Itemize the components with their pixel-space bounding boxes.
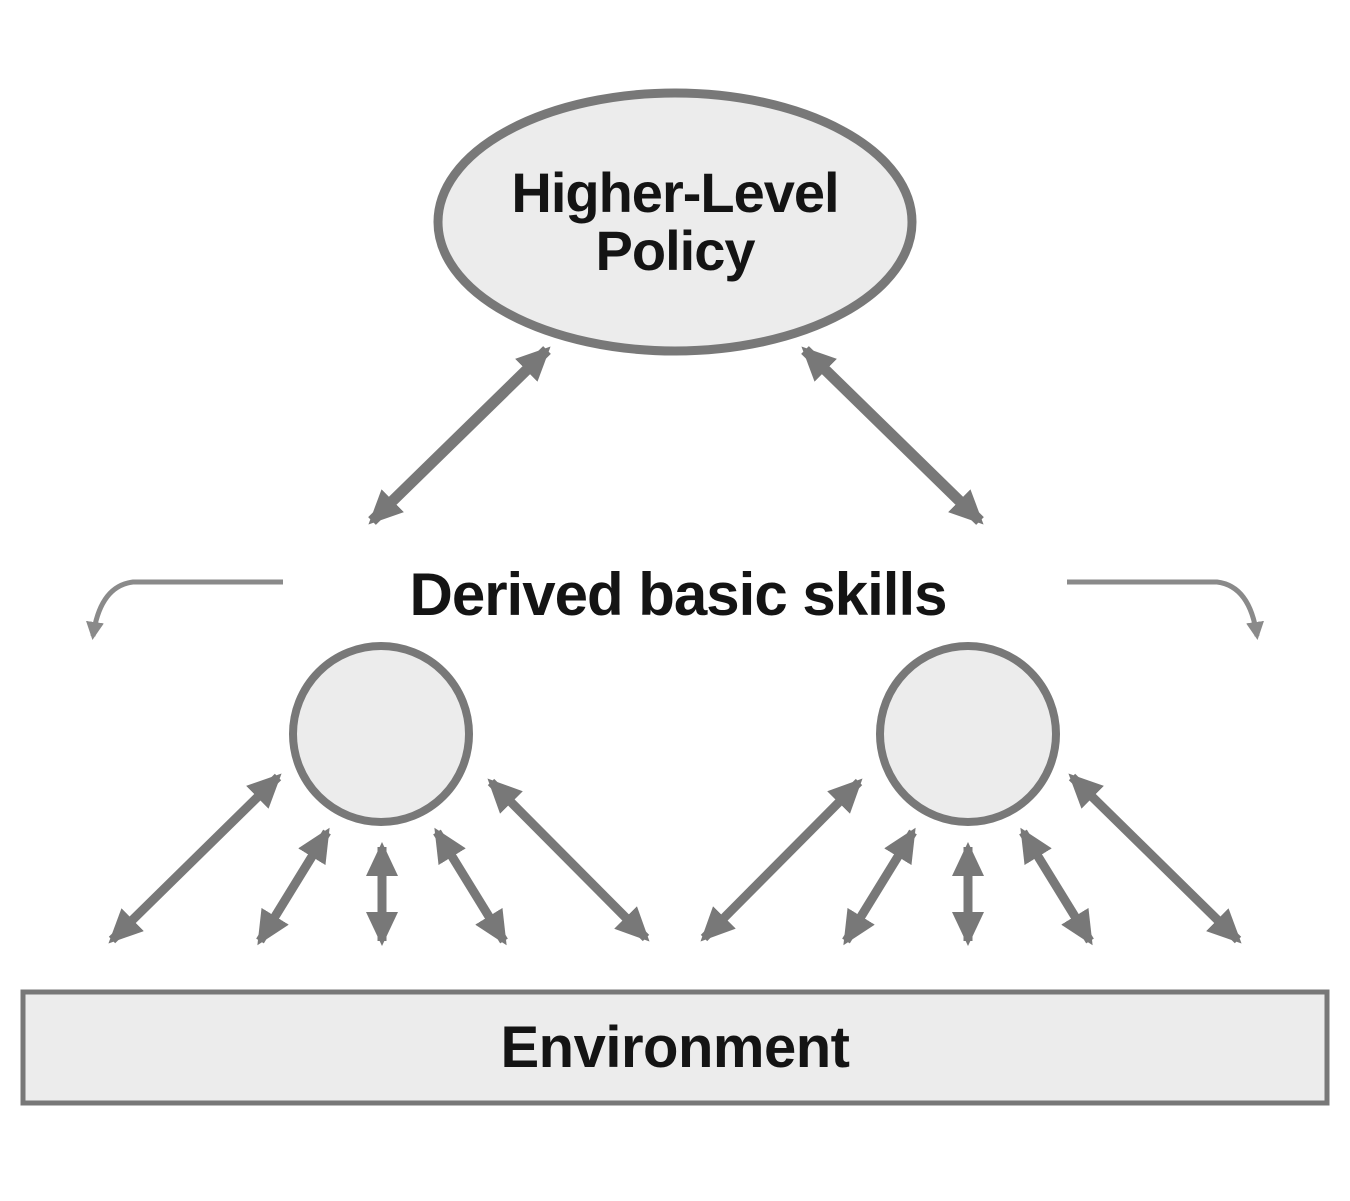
environment-node xyxy=(20,989,1330,1106)
higher-level-policy-label-line1: Higher-Level xyxy=(511,161,838,224)
left-skill-env-arrow-1 xyxy=(108,773,282,944)
right-skill-env-arrow-1 xyxy=(700,778,863,942)
derived-basic-skills-label: Derived basic skills xyxy=(410,561,947,628)
policy-left-skill-arrow xyxy=(368,346,551,525)
higher-level-policy-node xyxy=(433,88,917,356)
right-skill-environment-arrows xyxy=(700,773,1242,946)
environment-label: Environment xyxy=(501,1015,850,1080)
skills-right-bracket xyxy=(1067,579,1264,640)
higher-level-policy-label-line2: Policy xyxy=(596,219,756,282)
left-skill-node xyxy=(289,642,473,826)
right-skill-env-arrow-4 xyxy=(1019,827,1094,946)
right-skill-env-arrow-5 xyxy=(1068,773,1242,944)
left-skill-env-arrow-2 xyxy=(256,827,331,946)
right-skill-node xyxy=(876,642,1060,826)
right-skill-env-arrow-2 xyxy=(842,827,917,946)
skills-left-bracket xyxy=(86,579,283,640)
left-skill-env-arrow-4 xyxy=(433,827,508,946)
left-skill-env-arrow-5 xyxy=(487,778,650,942)
policy-right-skill-arrow xyxy=(801,346,984,525)
left-skill-environment-arrows xyxy=(108,773,650,946)
